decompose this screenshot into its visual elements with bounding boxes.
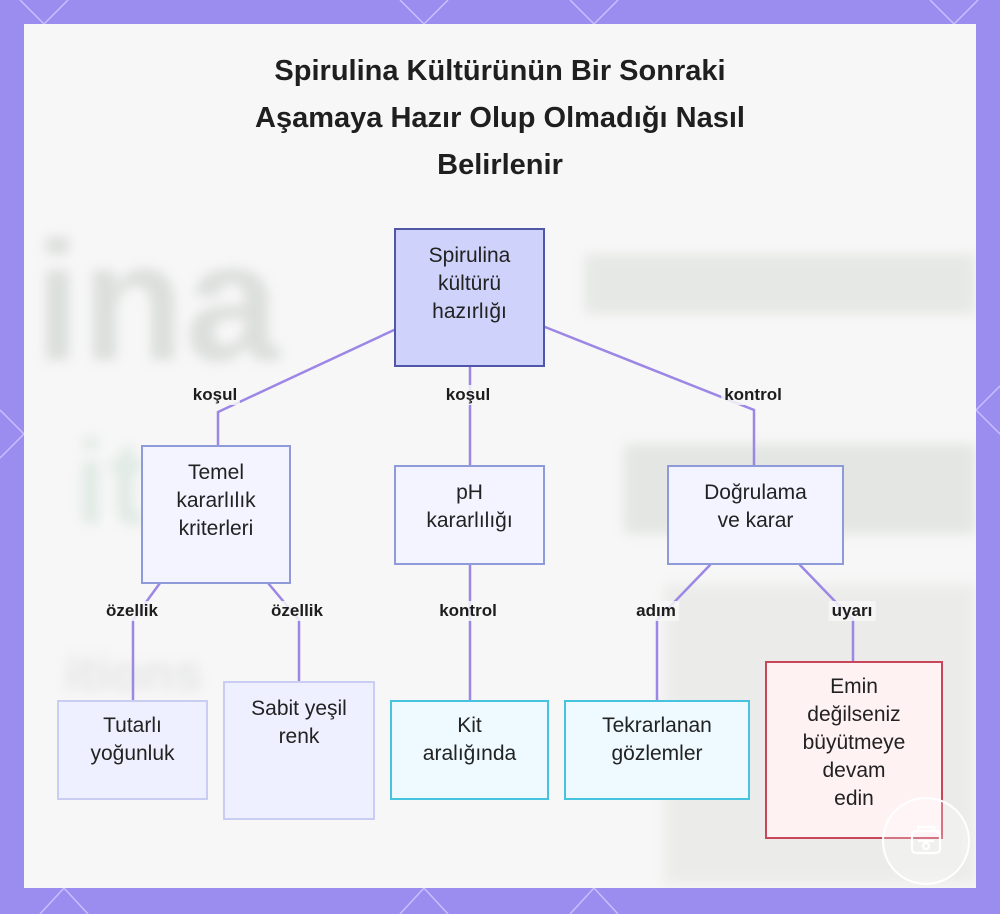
- page-title: Spirulina Kültürünün Bir Sonraki Aşamaya…: [0, 48, 1000, 189]
- node-consistent: Tutarlı yoğunluk: [57, 700, 208, 800]
- edge-root-verify: [543, 325, 756, 467]
- title-line: Belirlenir: [437, 149, 563, 181]
- background-text: ina: [34, 207, 280, 397]
- node-label: Kit aralığında: [422, 714, 517, 765]
- title-line: Spirulina Kültürünün Bir Sonraki: [274, 55, 726, 87]
- node-label: Sabit yeşil renk: [251, 697, 347, 748]
- edge-label: koşul: [442, 385, 494, 405]
- node-label: Tekrarlanan gözlemler: [602, 714, 712, 765]
- title-line: Aşamaya Hazır Olup Olmadığı Nasıl: [255, 102, 745, 134]
- edge-label: kontrol: [436, 601, 500, 621]
- node-kit: Kit aralığında: [390, 700, 549, 800]
- node-root: Spirulina kültürü hazırlığı: [394, 228, 545, 367]
- node-label: Tutarlı yoğunluk: [90, 714, 175, 765]
- background-text: it: [74, 416, 148, 550]
- node-repeat: Tekrarlanan gözlemler: [564, 700, 750, 800]
- logo-icon: [882, 797, 970, 885]
- edge-label: uyarı: [828, 601, 876, 621]
- node-label: Spirulina kültürü hazırlığı: [428, 244, 511, 323]
- node-criteria: Temel kararlılık kriterleri: [141, 445, 291, 584]
- node-label: Doğrulama ve karar: [704, 481, 807, 532]
- node-green: Sabit yeşil renk: [223, 681, 375, 820]
- edge-verify-repeat: [655, 563, 712, 702]
- node-label: Emin değilseniz büyütmeye devam edin: [802, 675, 906, 810]
- edge-criteria-green: [266, 581, 301, 683]
- edge-root-criteria: [216, 328, 396, 447]
- edge-label: adım: [633, 601, 679, 621]
- node-ph: pH kararlılığı: [394, 465, 545, 565]
- node-label: Temel kararlılık kriterleri: [176, 461, 256, 540]
- node-verify: Doğrulama ve karar: [667, 465, 844, 565]
- edge-label: özellik: [103, 601, 161, 621]
- edge-label: kontrol: [721, 385, 785, 405]
- edge-label: özellik: [268, 601, 326, 621]
- edge-label: koşul: [189, 385, 241, 405]
- node-label: pH kararlılığı: [426, 481, 513, 532]
